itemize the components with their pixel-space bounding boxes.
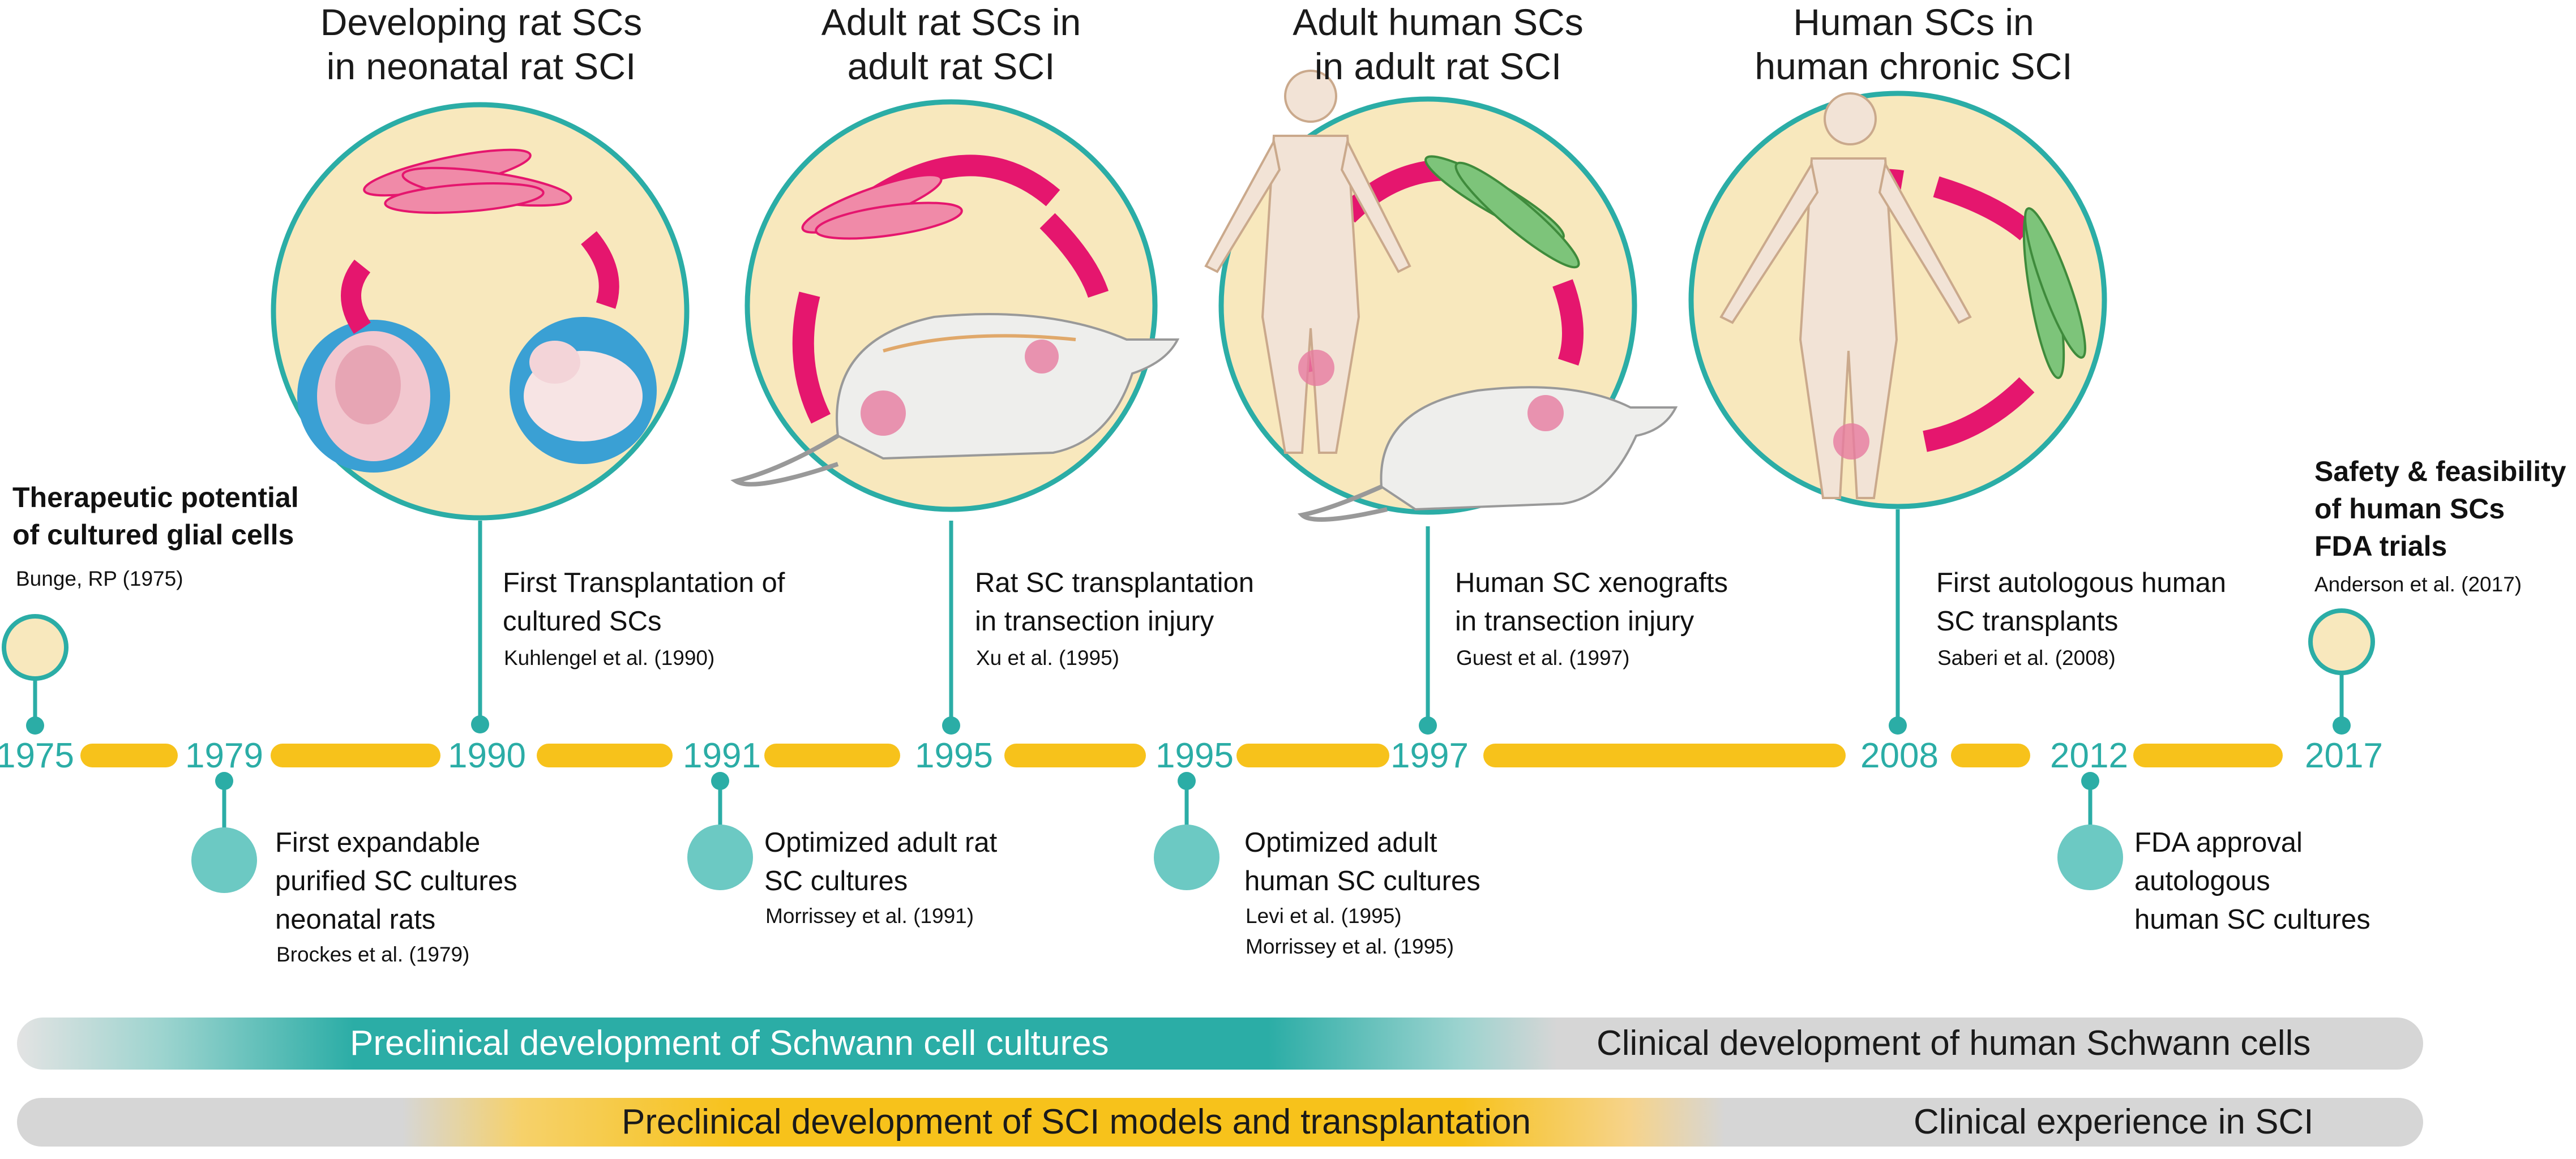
band-clinical-sci-label: Clinical experience in SCI bbox=[1914, 1102, 2314, 1141]
event-1990-cite: Kuhlengel et al. (1990) bbox=[504, 646, 715, 669]
event-1995b-cite-1: Levi et al. (1995) bbox=[1246, 904, 1402, 928]
year-2017: 2017 bbox=[2305, 736, 2383, 775]
year-2008: 2008 bbox=[1860, 736, 1939, 775]
circle-2017 bbox=[2308, 608, 2375, 675]
header-adult-human: Adult human SCs in adult rat SCI bbox=[1293, 1, 1584, 87]
event-1975-title: Therapeutic potential of cultured glial … bbox=[12, 482, 299, 551]
event-2008-title: First autologous human SC transplants bbox=[1936, 568, 2227, 637]
year-1995a: 1995 bbox=[915, 736, 993, 775]
node-1997 bbox=[1419, 716, 1437, 735]
event-1997-title: Human SC xenografts in transection injur… bbox=[1455, 568, 1728, 637]
event-1979-title: First expandable purified SC cultures ne… bbox=[275, 827, 517, 935]
band-schwann-cells bbox=[17, 1018, 2423, 1070]
year-1997: 1997 bbox=[1390, 736, 1469, 775]
event-1995b-cite-2: Morrissey et al. (1995) bbox=[1246, 935, 1454, 958]
panel-human-chronic bbox=[1688, 91, 2107, 509]
panel-adult-human bbox=[1204, 70, 1678, 522]
header-adult-rat: Adult rat SCs in adult rat SCI bbox=[821, 1, 1081, 87]
band-preclinical-schwann-label: Preclinical development of Schwann cell … bbox=[350, 1024, 1109, 1063]
year-2012: 2012 bbox=[2050, 736, 2128, 775]
year-1995b: 1995 bbox=[1156, 736, 1234, 775]
band-sci-models bbox=[17, 1098, 2423, 1147]
year-1991: 1991 bbox=[683, 736, 761, 775]
panel-developing-rat bbox=[271, 102, 690, 521]
node-1990 bbox=[471, 715, 489, 733]
event-1995b-title: Optimized adult human SC cultures bbox=[1244, 827, 1480, 896]
header-developing-rat: Developing rat SCs in neonatal rat SCI bbox=[320, 1, 643, 87]
lower-node-1995 bbox=[1154, 772, 1219, 890]
event-1975-cite: Bunge, RP (1975) bbox=[16, 567, 183, 590]
event-1979-cite: Brockes et al. (1979) bbox=[276, 943, 470, 966]
event-2008-cite: Saberi et al. (2008) bbox=[1937, 646, 2116, 669]
circle-1975 bbox=[2, 614, 69, 681]
year-1990: 1990 bbox=[448, 736, 526, 775]
lower-node-1979 bbox=[191, 772, 257, 893]
panel-adult-rat bbox=[730, 99, 1180, 512]
event-1991-title: Optimized adult rat SC cultures bbox=[764, 827, 998, 896]
header-human-chronic: Human SCs in human chronic SCI bbox=[1755, 1, 2073, 87]
event-1990-title: First Transplantation of cultured SCs bbox=[503, 568, 785, 637]
band-clinical-schwann-label: Clinical development of human Schwann ce… bbox=[1597, 1024, 2311, 1063]
event-2017-title: Safety & feasibility of human SCs FDA tr… bbox=[2314, 456, 2566, 562]
year-1979: 1979 bbox=[185, 736, 263, 775]
lower-node-2012 bbox=[2057, 772, 2123, 890]
event-2017-cite: Anderson et al. (2017) bbox=[2314, 573, 2522, 596]
node-1995 bbox=[942, 716, 960, 735]
band-preclinical-sci-label: Preclinical development of SCI models an… bbox=[622, 1102, 1531, 1141]
node-2008 bbox=[1889, 716, 1907, 735]
event-2012-title: FDA approval autologous human SC culture… bbox=[2134, 827, 2370, 935]
lower-node-1991 bbox=[687, 772, 753, 890]
event-1997-cite: Guest et al. (1997) bbox=[1456, 646, 1630, 669]
event-1995-title: Rat SC transplantation in transection in… bbox=[975, 568, 1254, 637]
event-1991-cite: Morrissey et al. (1991) bbox=[765, 904, 974, 928]
timeline-bar bbox=[80, 744, 2283, 767]
event-1995-cite: Xu et al. (1995) bbox=[976, 646, 1119, 669]
year-1975: 1975 bbox=[0, 736, 74, 775]
